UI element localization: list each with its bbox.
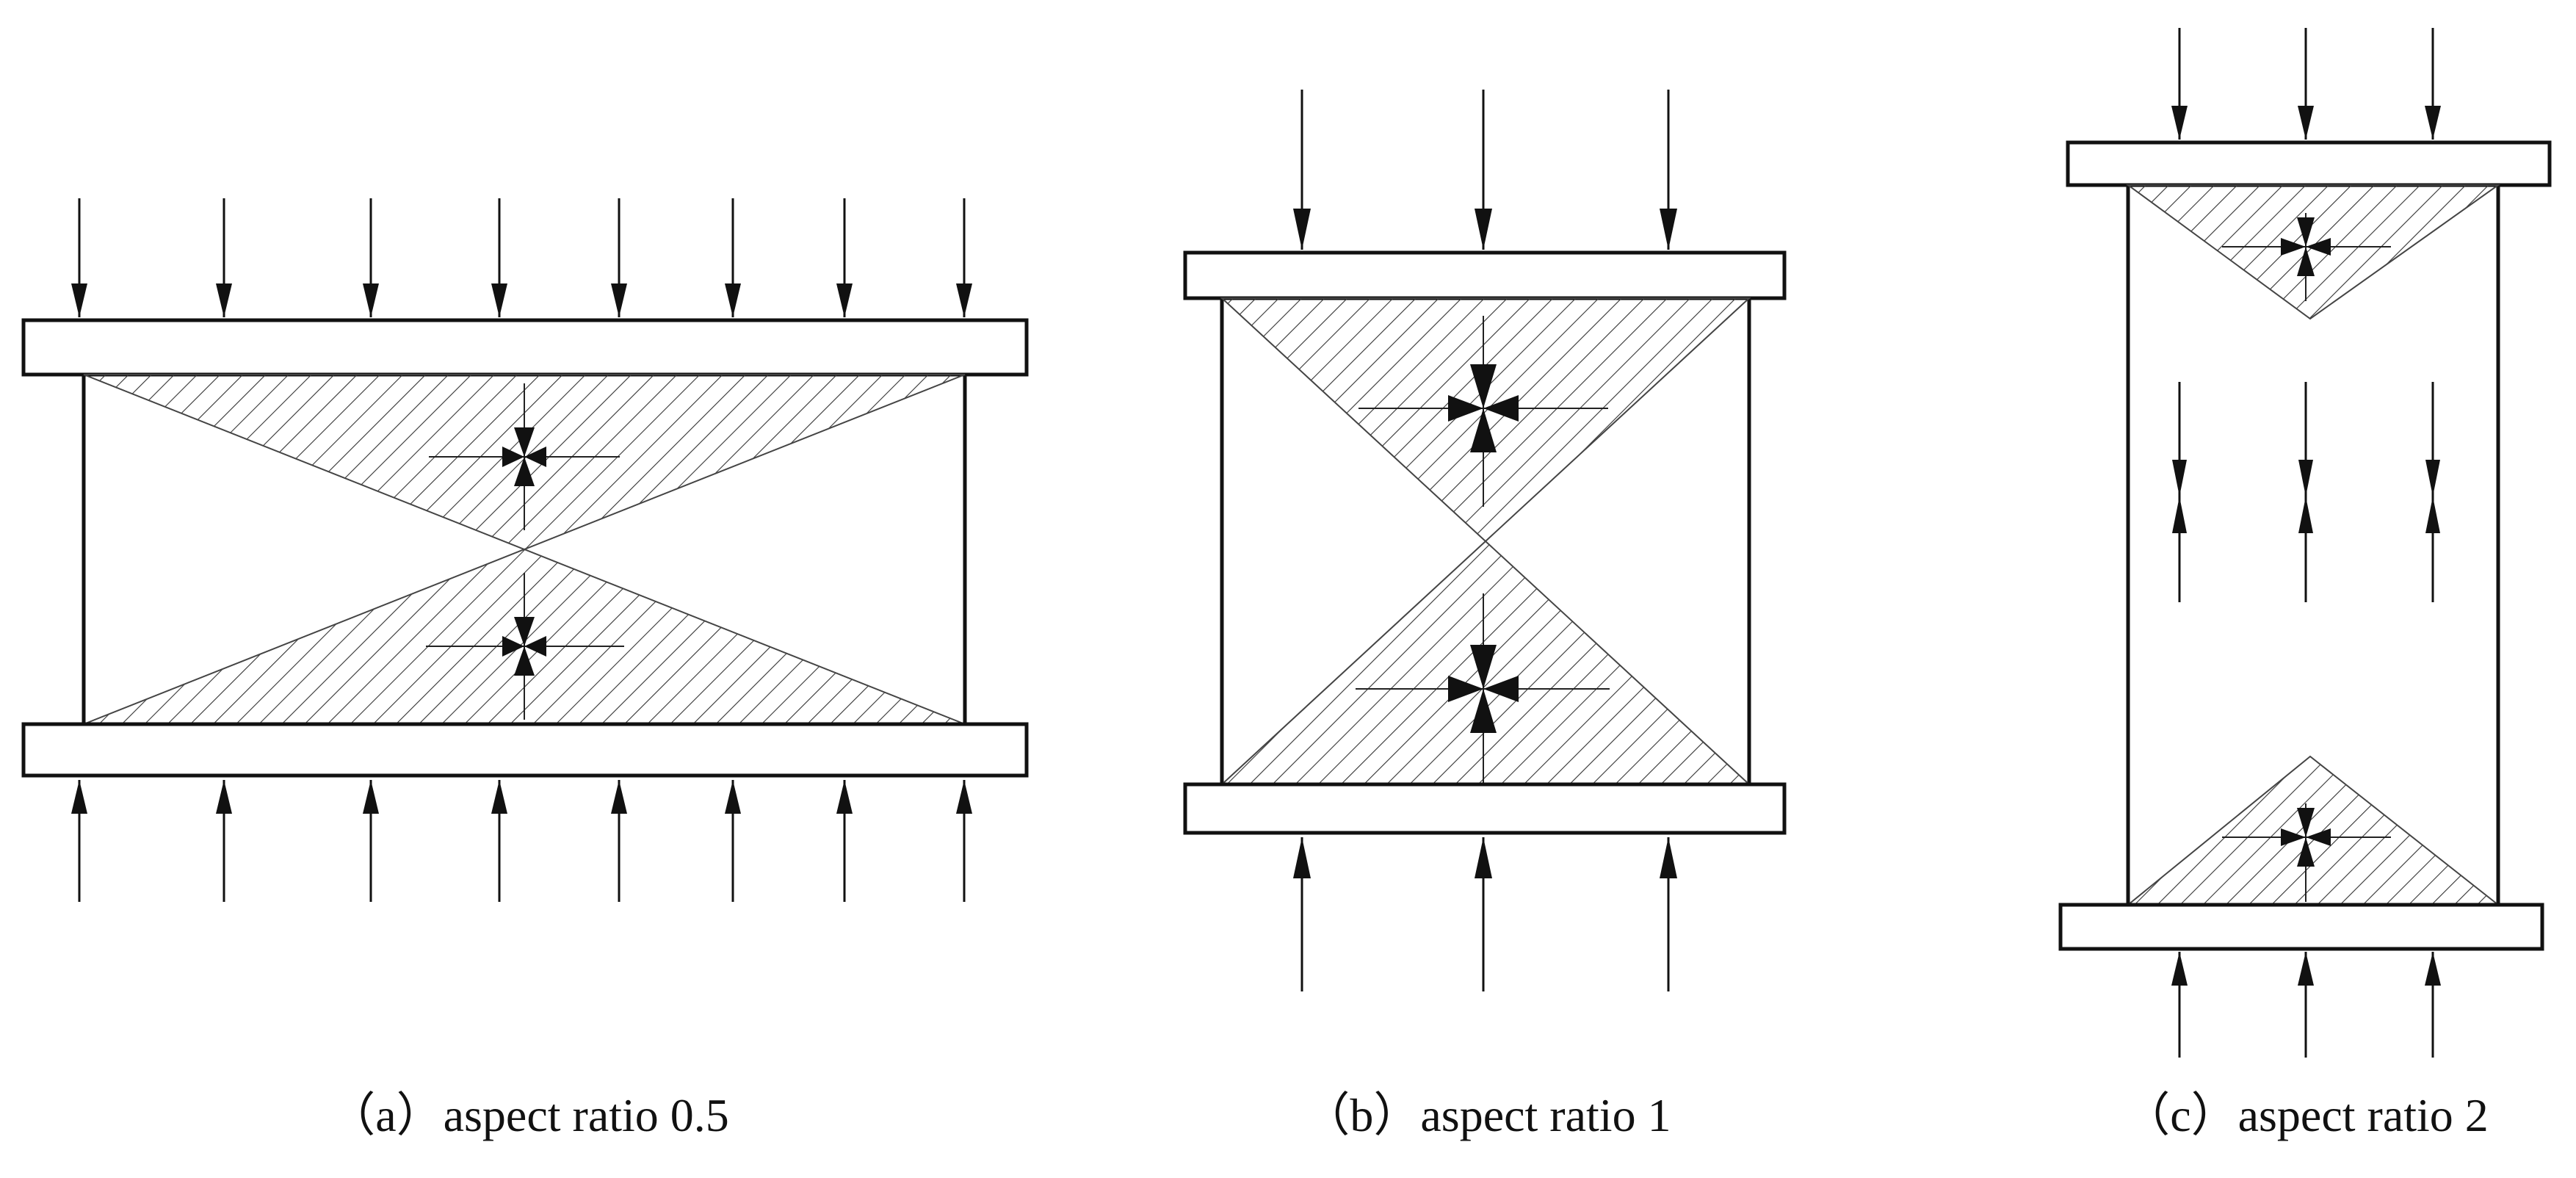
panel-b-top-platen [1183, 250, 1787, 300]
panel-a-top-platen [21, 318, 1029, 377]
panel-b-bottom-arrows [1293, 837, 1677, 991]
panel-c-upper-stress-symbol [2222, 213, 2391, 301]
panel-c-lower-stress-symbol [2222, 803, 2391, 902]
panel-c-top-arrows [2171, 28, 2441, 140]
panel-a-bottom-platen [21, 722, 1029, 778]
panel-c-middle-arrows [2172, 382, 2440, 602]
panel-c-top-platen [2066, 140, 2552, 187]
panel-c-bottom-arrows [2171, 952, 2441, 1058]
panel-c-upper-cone [2125, 184, 2501, 320]
panel-c-caption: （c）aspect ratio 2 [2123, 1089, 2489, 1141]
panel-b-top-arrows [1293, 90, 1677, 250]
panel-a-top-arrows [71, 198, 972, 317]
panel-b: （b）aspect ratio 1 [1183, 90, 1787, 1141]
panel-b-caption: （b）aspect ratio 1 [1303, 1089, 1671, 1141]
panel-a-bottom-arrows [71, 780, 972, 902]
panel-b-lower-stress-symbol [1356, 593, 1610, 784]
panel-b-upper-stress-symbol [1358, 316, 1608, 507]
panel-a-upper-stress-symbol [429, 383, 620, 530]
panel-c: （c）aspect ratio 2 [2058, 28, 2552, 1141]
panel-b-bottom-platen [1183, 782, 1787, 835]
panel-a-lower-stress-symbol [426, 573, 624, 720]
panel-a: （a）aspect ratio 0.5 [21, 198, 1029, 1141]
panel-a-caption: （a）aspect ratio 0.5 [328, 1089, 729, 1141]
panel-c-bottom-platen [2058, 903, 2544, 951]
